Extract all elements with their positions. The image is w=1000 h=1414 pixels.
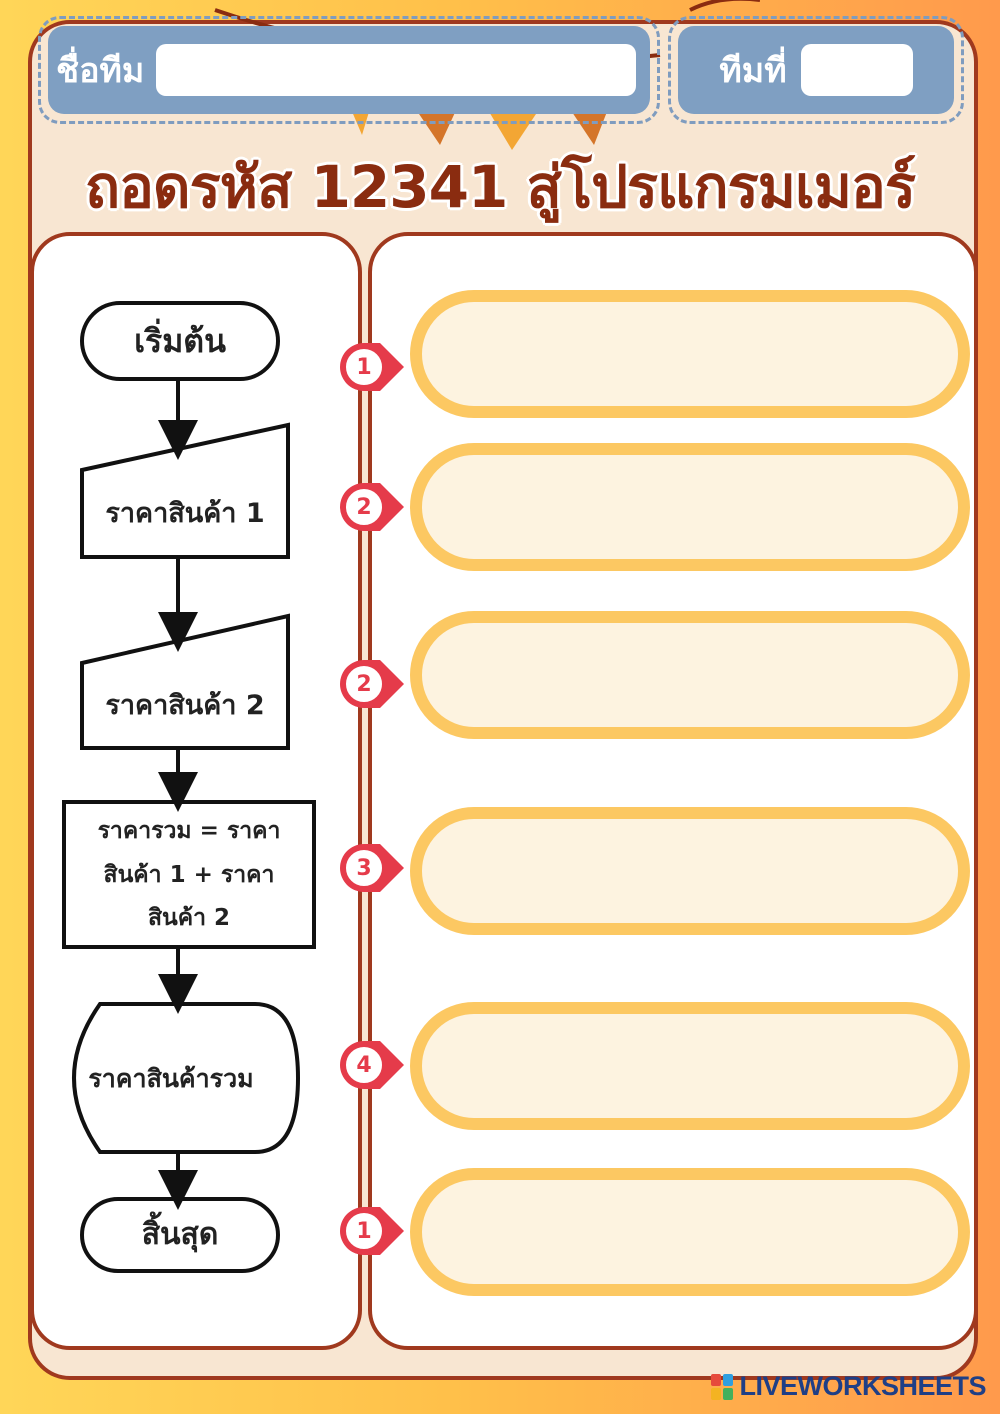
team-name-input[interactable] [156, 44, 637, 96]
answer-box-3[interactable] [410, 611, 970, 739]
answer-marker-number: 3 [356, 855, 372, 881]
answer-input-5[interactable] [422, 1014, 958, 1118]
answer-marker-number: 2 [356, 494, 372, 520]
answer-input-1[interactable] [422, 302, 958, 406]
answer-marker-number: 1 [356, 1218, 372, 1244]
answer-panel [368, 232, 978, 1350]
answer-marker-2: 2 [336, 479, 408, 535]
answer-marker-number: 1 [356, 354, 372, 380]
answer-marker-1: 1 [336, 339, 408, 395]
flow-display-shape [72, 1002, 301, 1154]
flow-input-1-shape [80, 422, 290, 559]
flow-input-2-shape [80, 613, 290, 750]
answer-marker-number: 2 [356, 671, 372, 697]
answer-input-3[interactable] [422, 623, 958, 727]
answer-box-5[interactable] [410, 1002, 970, 1130]
flow-process-label: ราคารวม = ราคา สินค้า 1 + ราคา สินค้า 2 [64, 808, 314, 943]
flow-end-label: สิ้นสุด [141, 1217, 219, 1252]
answer-box-6[interactable] [410, 1168, 970, 1296]
flow-start-label: เริ่มต้น [134, 321, 226, 360]
answer-marker-5: 4 [336, 1037, 408, 1093]
flow-process-line: ราคารวม = ราคา [97, 817, 281, 844]
answer-input-6[interactable] [422, 1180, 958, 1284]
flow-input-2-label: ราคาสินค้า 2 [105, 689, 265, 721]
team-name-label: ชื่อทีม [56, 51, 145, 91]
answer-box-2[interactable] [410, 443, 970, 571]
flow-process-line: สินค้า 1 + ราคา [103, 861, 275, 888]
liveworksheets-logo[interactable]: LIVEWORKSHEETS [711, 1371, 986, 1402]
answer-box-4[interactable] [410, 807, 970, 935]
flow-process-line: สินค้า 2 [147, 905, 231, 932]
flow-process-shape [62, 800, 316, 949]
page-title: ถอดรหัส 12341 สู่โปรแกรมเมอร์ [84, 153, 916, 221]
answer-marker-6: 1 [336, 1203, 408, 1259]
answer-marker-number: 4 [356, 1052, 372, 1078]
team-number-box: ทีมที่ [668, 16, 964, 124]
team-number-input[interactable] [800, 44, 913, 96]
team-number-label: ทีมที่ [719, 51, 787, 91]
flow-display-label: ราคาสินค้ารวม [88, 1063, 254, 1093]
answer-marker-3: 2 [336, 656, 408, 712]
answer-input-4[interactable] [422, 819, 958, 923]
team-name-box: ชื่อทีม [38, 16, 660, 124]
answer-input-2[interactable] [422, 455, 958, 559]
flow-input-1-label: ราคาสินค้า 1 [105, 497, 265, 529]
liveworksheets-logo-icon [711, 1373, 734, 1400]
answer-box-1[interactable] [410, 290, 970, 418]
brand-text: LIVEWORKSHEETS [739, 1371, 986, 1401]
answer-marker-4: 3 [336, 840, 408, 896]
